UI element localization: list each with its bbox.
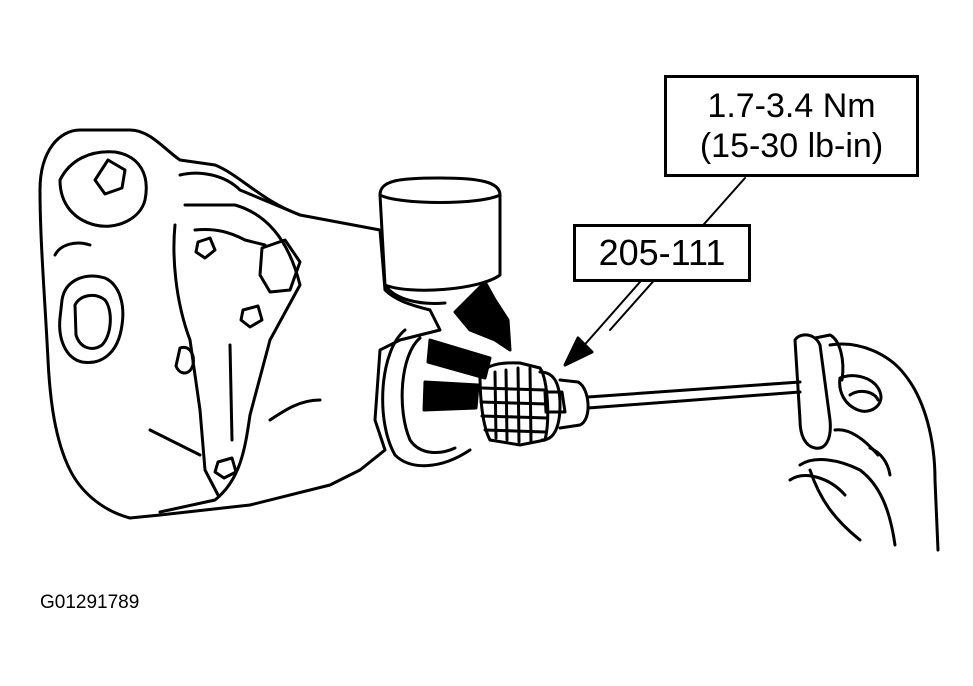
hand-with-t-handle <box>788 333 940 552</box>
leader-arrowhead <box>563 336 594 367</box>
figure-id-label: G01291789 <box>40 592 140 613</box>
torque-imperial-text: (15-30 lb-in) <box>699 127 884 165</box>
rotation-arrows <box>422 280 512 412</box>
steering-knuckle-housing <box>38 128 442 520</box>
cylinder-boss <box>378 176 502 305</box>
tool-sleeve <box>478 361 590 447</box>
bore-opening <box>381 328 472 468</box>
torque-metric-text: 1.7-3.4 Nm <box>707 87 876 125</box>
tool-handle-shaft <box>586 380 802 410</box>
tool-number-callout: 205-111 <box>573 224 751 282</box>
torque-spec-callout: 1.7-3.4 Nm (15-30 lb-in) <box>664 75 919 177</box>
tool-number-text: 205-111 <box>598 232 726 273</box>
